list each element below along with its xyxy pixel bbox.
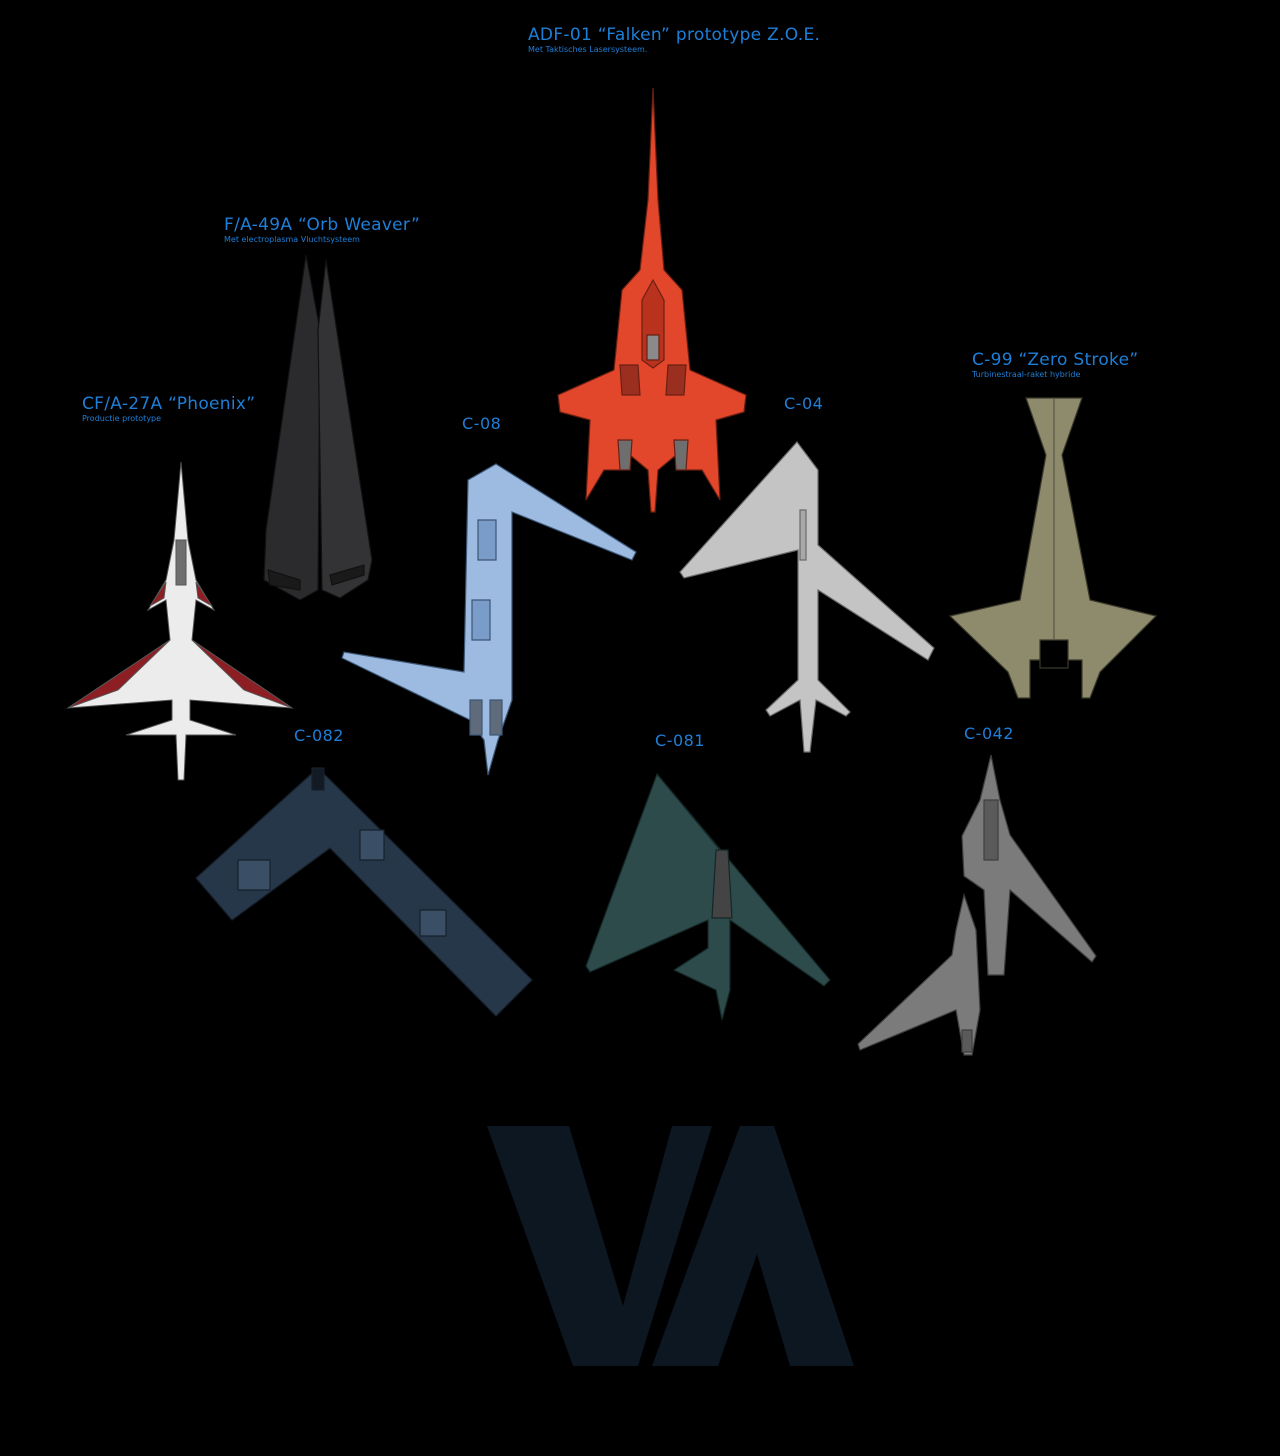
c082-aircraft-icon bbox=[195, 767, 533, 1017]
c99-subtitle: Turbinestraal-raket hybride bbox=[972, 370, 1081, 379]
cfa27a-subtitle: Productie prototype bbox=[82, 414, 162, 423]
c99-title: C-99 “Zero Stroke” bbox=[972, 350, 1139, 370]
cfa27a-title: CF/A-27A “Phoenix” bbox=[82, 394, 256, 414]
c081-aircraft-icon bbox=[585, 772, 831, 1021]
cfa27a-aircraft-icon bbox=[66, 461, 294, 781]
c042-aircraft-icon bbox=[857, 754, 1097, 1056]
c081-label: C-081 bbox=[655, 731, 705, 750]
c04-label: C-04 bbox=[784, 394, 824, 413]
c04-aircraft-icon bbox=[679, 441, 935, 753]
c99-aircraft-icon bbox=[948, 397, 1158, 699]
adf01-title: ADF-01 “Falken” prototype Z.O.E. bbox=[528, 25, 821, 45]
adf01-aircraft-icon bbox=[557, 87, 747, 513]
adf01-subtitle: Met Taktisches Lasersysteem. bbox=[528, 45, 648, 54]
fa49a-label: F/A-49A “Orb Weaver” Met electroplasma V… bbox=[224, 217, 420, 244]
c082-label: C-082 bbox=[294, 726, 344, 745]
fa49a-aircraft-icon bbox=[263, 254, 373, 601]
c99-label: C-99 “Zero Stroke” Turbinestraal-raket h… bbox=[972, 352, 1138, 379]
adf01-label: ADF-01 “Falken” prototype Z.O.E. Met Tak… bbox=[528, 27, 820, 54]
fa49a-subtitle: Met electroplasma Vluchtsysteem bbox=[224, 235, 360, 244]
c08-label: C-08 bbox=[462, 414, 502, 433]
c042-label: C-042 bbox=[964, 724, 1014, 743]
c08-aircraft-icon bbox=[341, 463, 637, 776]
fa49a-title: F/A-49A “Orb Weaver” bbox=[224, 215, 421, 235]
va-monogram-logo bbox=[487, 1126, 854, 1366]
cfa27a-label: CF/A-27A “Phoenix” Productie prototype bbox=[82, 396, 255, 423]
